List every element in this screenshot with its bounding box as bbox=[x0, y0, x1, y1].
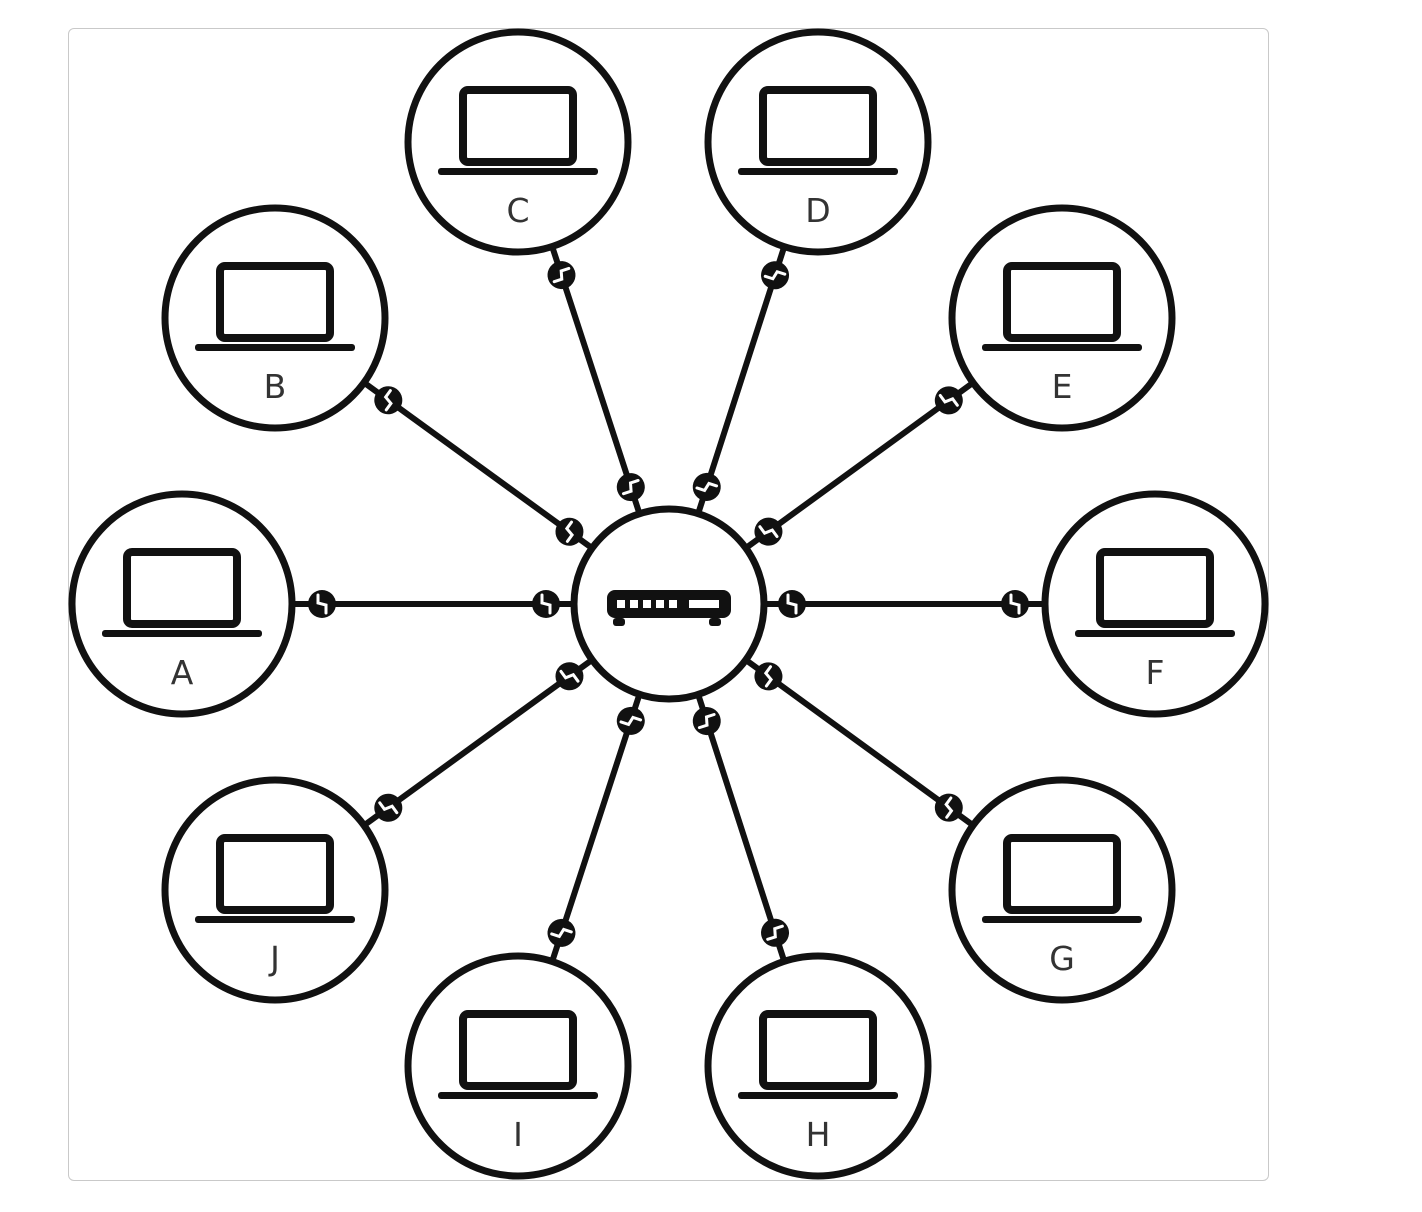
node-label: B bbox=[264, 367, 287, 406]
node-label: G bbox=[1049, 939, 1075, 978]
laptop-node-e[interactable]: E bbox=[948, 204, 1176, 432]
laptop-icon bbox=[195, 262, 355, 351]
laptop-node-h[interactable]: H bbox=[704, 952, 932, 1180]
connector-icon bbox=[616, 473, 645, 502]
laptop-node-b[interactable]: B bbox=[161, 204, 389, 432]
connector-icon bbox=[374, 793, 403, 822]
router-icon bbox=[607, 590, 731, 626]
node-label: J bbox=[268, 939, 280, 978]
laptop-node-d[interactable]: D bbox=[704, 28, 932, 256]
link-a bbox=[292, 590, 574, 618]
nodes: A B C D E F G H I J bbox=[68, 28, 1269, 1180]
connector-icon bbox=[754, 517, 783, 546]
laptop-icon bbox=[1075, 548, 1235, 637]
connector-icon bbox=[1001, 590, 1029, 618]
connector-icon bbox=[934, 793, 963, 822]
laptop-icon bbox=[982, 834, 1142, 923]
node-label: A bbox=[171, 653, 194, 692]
connector-icon bbox=[547, 261, 576, 290]
connector-icon bbox=[547, 918, 576, 947]
laptop-icon bbox=[982, 262, 1142, 351]
connector-icon bbox=[532, 590, 560, 618]
node-label: H bbox=[806, 1115, 831, 1154]
connector-icon bbox=[761, 918, 790, 947]
node-label: E bbox=[1052, 367, 1073, 406]
link-h bbox=[692, 693, 790, 963]
laptop-node-c[interactable]: C bbox=[404, 28, 632, 256]
connector-icon bbox=[374, 386, 403, 415]
connector-icon bbox=[778, 590, 806, 618]
node-label: C bbox=[506, 191, 529, 230]
link-i bbox=[547, 693, 645, 963]
laptop-node-a[interactable]: A bbox=[68, 490, 296, 718]
connector-icon bbox=[308, 590, 336, 618]
connector-icon bbox=[555, 662, 584, 691]
laptop-icon bbox=[738, 1010, 898, 1099]
link-g bbox=[744, 657, 975, 828]
router-node[interactable] bbox=[570, 505, 768, 703]
link-b bbox=[362, 380, 594, 551]
laptop-node-j[interactable]: J bbox=[161, 776, 389, 1004]
connector-icon bbox=[555, 517, 584, 546]
link-d bbox=[692, 245, 790, 515]
node-label: D bbox=[805, 191, 830, 230]
connector-icon bbox=[692, 472, 721, 501]
node-label: I bbox=[513, 1115, 523, 1154]
connector-icon bbox=[692, 707, 721, 736]
links bbox=[292, 245, 1045, 963]
laptop-node-i[interactable]: I bbox=[404, 952, 632, 1180]
laptop-icon bbox=[438, 86, 598, 175]
laptop-node-f[interactable]: F bbox=[1041, 490, 1269, 718]
link-f bbox=[764, 590, 1045, 618]
connector-icon bbox=[934, 386, 963, 415]
connector-icon bbox=[754, 662, 783, 691]
link-c bbox=[547, 245, 645, 515]
connector-icon bbox=[616, 706, 645, 735]
laptop-icon bbox=[738, 86, 898, 175]
laptop-icon bbox=[438, 1010, 598, 1099]
laptop-icon bbox=[195, 834, 355, 923]
laptop-icon bbox=[102, 548, 262, 637]
link-e bbox=[744, 380, 975, 551]
node-label: F bbox=[1146, 653, 1165, 692]
connector-icon bbox=[761, 261, 790, 290]
laptop-node-g[interactable]: G bbox=[948, 776, 1176, 1004]
link-j bbox=[362, 657, 594, 828]
